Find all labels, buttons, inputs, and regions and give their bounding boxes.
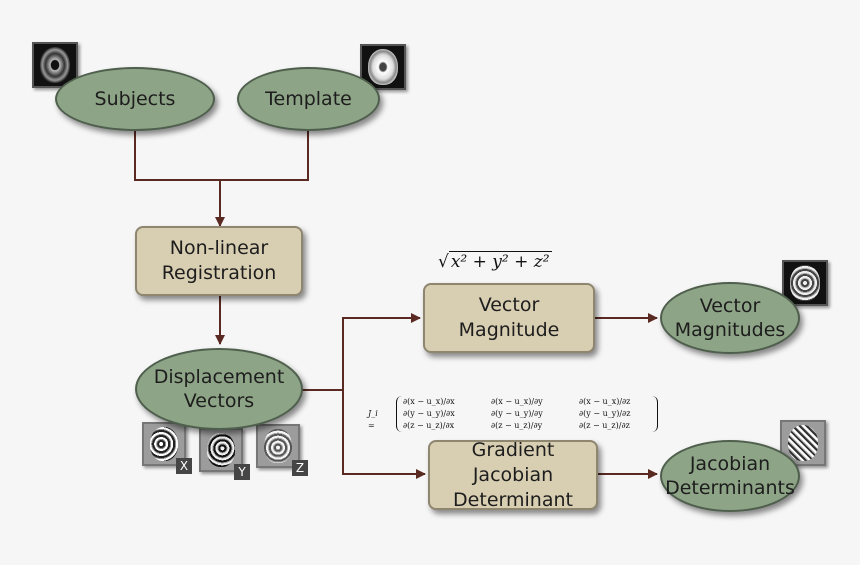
node-gradient-jacobian-label: Gradient Jacobian Determinant [453, 438, 573, 511]
magnitude-radicand: x² + y² + z² [448, 251, 552, 272]
jacobian-matrix: ∂(x − u_x)/∂x ∂(x − u_x)/∂y ∂(x − u_x)/∂… [396, 396, 658, 432]
brain-thumbnail-jacobian-determinants [780, 420, 826, 466]
jacobian-row: ∂(x − u_x)/∂x ∂(x − u_x)/∂y ∂(x − u_x)/∂… [403, 396, 651, 408]
jacobian-row: ∂(z − u_z)/∂x ∂(z − u_z)/∂y ∂(z − u_z)/∂… [403, 420, 651, 432]
jacobian-cell: ∂(x − u_x)/∂z [579, 397, 631, 406]
jacobian-lhs: J_i = [368, 409, 378, 430]
arrow-to-gradient-jacobian [342, 390, 426, 479]
node-vector-magnitude: Vector Magnitude [423, 283, 595, 353]
brain-icon [368, 49, 398, 85]
node-jacobian-determinants: Jacobian Determinants [660, 440, 800, 512]
brain-icon [788, 425, 818, 461]
node-jacobian-determinants-label: Jacobian Determinants [665, 453, 795, 499]
node-vector-magnitudes: Vector Magnitudes [660, 282, 800, 354]
node-vector-magnitude-label: Vector Magnitude [458, 294, 560, 341]
jacobian-cell: ∂(z − u_z)/∂x [403, 421, 455, 430]
arrow-to-vector-magnitude [342, 313, 421, 390]
node-displacement-label: Displacement Vectors [153, 366, 285, 412]
brain-thumbnail-y [199, 428, 243, 472]
connector-template [220, 130, 309, 181]
node-registration: Non-linear Registration [135, 226, 303, 296]
node-registration-label: Non-linear Registration [161, 237, 277, 284]
brain-icon [207, 433, 235, 467]
node-displacement: Displacement Vectors [135, 348, 303, 430]
jacobian-row: ∂(y − u_y)/∂x ∂(y − u_y)/∂y ∂(y − u_y)/∂… [403, 408, 651, 420]
magnitude-formula: √x² + y² + z² [438, 251, 552, 272]
node-subjects-label: Subjects [94, 88, 176, 110]
jacobian-cell: ∂(x − u_x)/∂y [491, 397, 543, 406]
jacobian-cell: ∂(y − u_y)/∂x [403, 409, 455, 418]
jacobian-cell: ∂(y − u_y)/∂y [491, 409, 543, 418]
node-template-label: Template [265, 88, 352, 110]
axis-tag-x: X [176, 458, 192, 474]
brain-icon [790, 265, 820, 301]
jacobian-cell: ∂(z − u_z)/∂z [579, 421, 630, 430]
brain-thumbnail-template [360, 44, 406, 90]
brain-thumbnail-z [256, 424, 300, 468]
brain-icon [264, 429, 292, 463]
axis-tag-y: Y [234, 464, 250, 480]
node-gradient-jacobian: Gradient Jacobian Determinant [428, 438, 598, 511]
jacobian-cell: ∂(x − u_x)/∂x [403, 397, 455, 406]
brain-icon [150, 427, 178, 461]
jacobian-cell: ∂(z − u_z)/∂y [491, 421, 543, 430]
node-subjects: Subjects [55, 67, 215, 131]
brain-icon [40, 47, 70, 83]
node-vector-magnitudes-label: Vector Magnitudes [674, 295, 786, 341]
sqrt-symbol: √ [438, 252, 449, 272]
connector-subjects [134, 130, 220, 181]
node-template: Template [237, 67, 380, 131]
axis-tag-z: Z [292, 460, 308, 476]
jacobian-cell: ∂(y − u_y)/∂z [579, 409, 631, 418]
